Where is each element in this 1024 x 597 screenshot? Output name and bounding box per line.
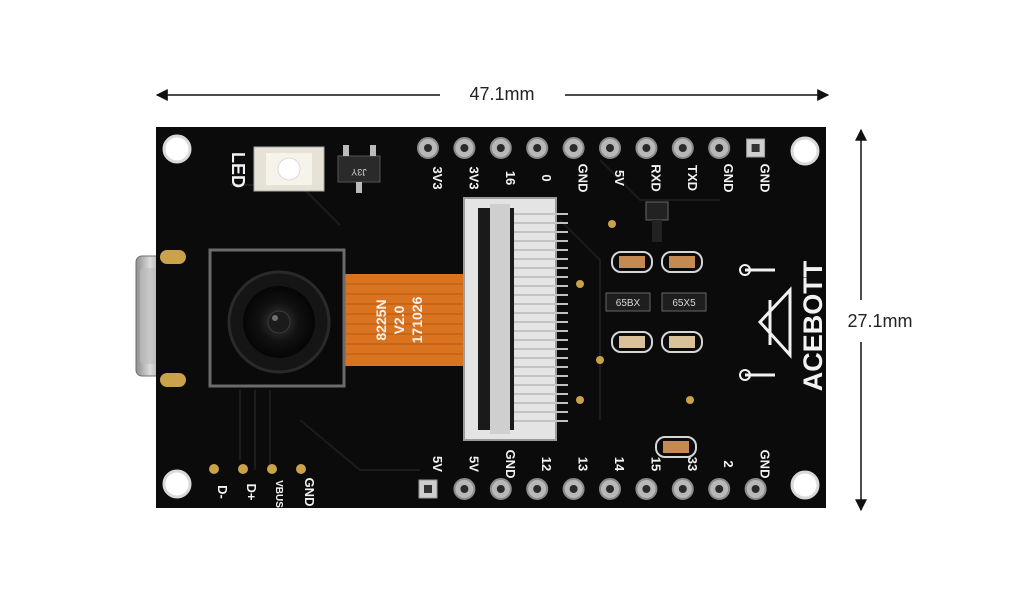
usb-pad [209,464,219,474]
usb-signal-pads: D- D+ VBUS GND [209,464,317,508]
smd-transistor [645,201,669,221]
top-pin-label: RXD [648,164,663,191]
smd-label-2: 65X5 [672,298,696,309]
bottom-pin-label: 13 [576,457,591,471]
usb-pad-label: D- [215,485,230,499]
mount-hole [790,136,820,166]
usb-pad-label: GND [302,478,317,507]
solder-pad [160,373,186,387]
top-pin-label: 3V3 [466,166,481,189]
smd-capacitor [611,331,653,353]
led-label: LED [228,152,248,188]
sot-ic: J3Y [337,145,381,193]
top-pin-label: GND [758,164,773,193]
top-pin-label: GND [721,164,736,193]
width-label: 47.1mm [469,84,534,104]
usb-pad [267,464,277,474]
ribbon-model: 8225N [373,299,389,340]
bottom-pin-label: 33 [685,457,700,471]
top-pin-label: TXD [685,165,700,191]
mount-hole [790,470,820,500]
bottom-pin-label: 15 [648,457,663,471]
camera-ribbon: 8225N V2.0 171026 [338,274,470,366]
ribbon-date: 171026 [409,296,425,343]
top-header: 3V3 3V3 16 0 GND 5V RXD TXD GND GND [417,137,773,193]
height-dimension: 27.1mm [847,128,913,512]
usb-pad [238,464,248,474]
fpc-connector [463,197,568,441]
led-component: LED [228,146,325,192]
smd-chip [661,292,707,312]
ic-marking: J3Y [351,167,367,177]
smd-capacitor [661,251,703,273]
usb-pad-label: D+ [244,484,259,501]
bottom-pin-label: GND [758,450,773,479]
top-pin-label: 0 [539,174,554,181]
smd-chip [605,292,651,312]
usb-pad-label: VBUS [273,480,284,508]
bottom-pin-label: GND [503,450,518,479]
smd-capacitor [655,436,697,458]
usb-pad [296,464,306,474]
width-dimension: 47.1mm [155,84,830,104]
smd-capacitor [661,331,703,353]
mount-hole [162,469,192,499]
ribbon-version: V2.0 [391,305,407,334]
acebott-logo: ACEBOTT [739,260,828,391]
smd-cluster: 65BX 65X5 [576,201,707,458]
mount-hole [162,134,192,164]
top-pin-label: 16 [503,171,518,185]
bottom-pin-label: 12 [539,457,554,471]
brand-name: ACEBOTT [798,260,828,391]
smd-label-1: 65BX [616,298,641,309]
camera-module [208,248,346,388]
top-pin-label: GND [576,164,591,193]
height-label: 27.1mm [847,311,912,331]
solder-pad [160,250,186,264]
bottom-pin-label: 2 [721,460,736,467]
top-pin-label: 5V [612,170,627,186]
bottom-pin-label: 5V [430,456,445,472]
top-pin-label: 3V3 [430,166,445,189]
smd-capacitor [611,251,653,273]
bottom-pin-label: 14 [612,457,627,472]
bottom-header: 5V 5V GND 12 13 14 15 33 2 GND [418,450,773,500]
bottom-pin-label: 5V [466,456,481,472]
